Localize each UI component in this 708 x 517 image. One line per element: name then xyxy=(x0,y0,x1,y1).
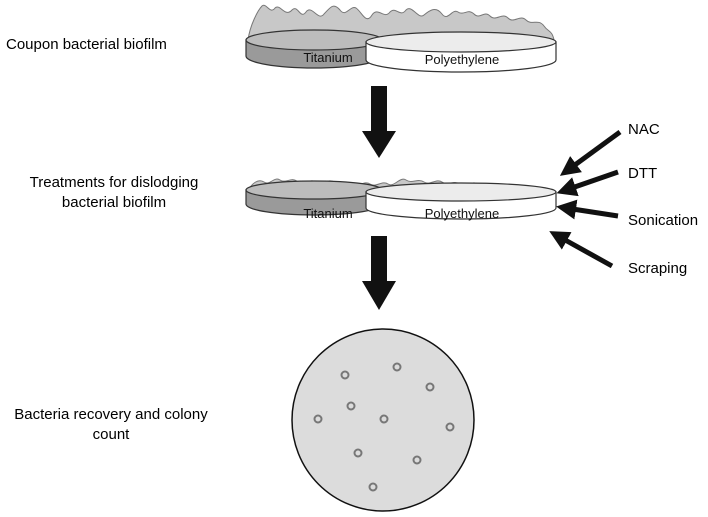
colony xyxy=(412,455,422,465)
colony xyxy=(379,414,389,424)
titanium-coupon xyxy=(245,29,383,69)
treatment-label-dtt: DTT xyxy=(628,165,658,182)
colony xyxy=(346,401,356,411)
treatment-arrow-nac xyxy=(559,129,622,176)
coupon-pair-step1: Titanium Polyethylene xyxy=(245,4,557,73)
step-label-recovery: Bacteria recovery and colony count xyxy=(0,405,222,446)
step-label-line: Bacteria recovery and colony xyxy=(14,406,208,423)
colony xyxy=(353,448,363,458)
treatment-label-sonication: Sonication xyxy=(628,212,699,229)
colony xyxy=(425,382,435,392)
step-label-line: Treatments for dislodging xyxy=(29,174,199,191)
colony xyxy=(445,422,455,432)
agar-plate xyxy=(291,328,475,512)
polyethylene-coupon xyxy=(365,182,557,220)
coupon-pair-step2: Titanium Polyethylene xyxy=(245,178,557,221)
step-label-coupon-biofilm: Coupon bacterial biofilm xyxy=(6,36,167,53)
treatment-arrow-dtt xyxy=(556,169,619,197)
treatment-arrow-scraping xyxy=(549,231,614,269)
treatment-arrow-sonication xyxy=(556,199,619,220)
titanium-label: Titanium xyxy=(303,206,352,221)
treatment-label-nac: NAC xyxy=(628,121,660,138)
treatment-label-scraping: Scraping xyxy=(628,260,688,277)
down-arrow-2 xyxy=(362,236,396,310)
colony xyxy=(340,370,350,380)
polyethylene-coupon xyxy=(365,31,557,73)
titanium-label: Titanium xyxy=(303,50,352,65)
step-label-line: count xyxy=(92,426,130,444)
colonies xyxy=(313,362,455,492)
polyethylene-label: Polyethylene xyxy=(425,206,499,221)
colony xyxy=(368,482,378,492)
polyethylene-label: Polyethylene xyxy=(425,52,499,67)
step-label-treatments: Treatments for dislodging bacterial biof… xyxy=(8,173,220,214)
titanium-coupon xyxy=(245,180,383,216)
colony xyxy=(313,414,323,424)
down-arrow-1 xyxy=(362,86,396,158)
step-label-line: bacterial biofilm xyxy=(61,194,167,212)
colony xyxy=(392,362,402,372)
